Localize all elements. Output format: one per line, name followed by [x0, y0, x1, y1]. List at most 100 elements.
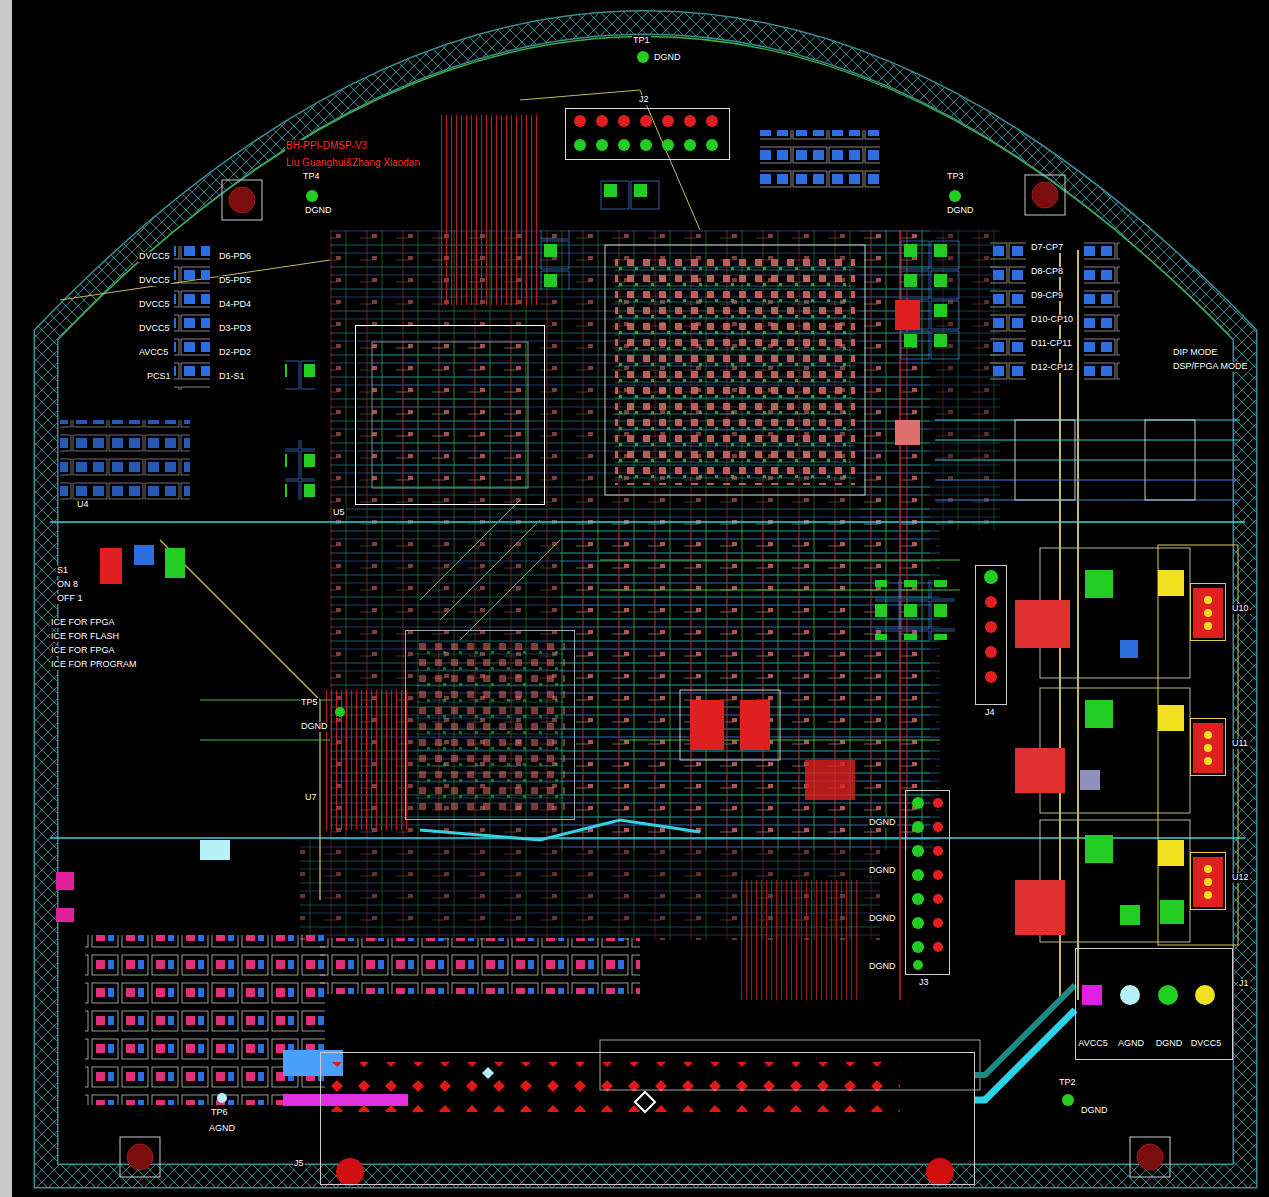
- silkscreen-label: TP6: [210, 1108, 229, 1118]
- pad: [1085, 570, 1113, 598]
- pad: [1015, 748, 1065, 793]
- silkscreen-label: D6-PD6: [218, 252, 252, 262]
- silkscreen-label: DVCC5: [138, 252, 171, 262]
- connector-pad: [1120, 985, 1140, 1005]
- silkscreen-label: TP5: [300, 698, 319, 708]
- pad-row: [174, 246, 210, 390]
- pad: [635, 1092, 655, 1112]
- pad-group: [285, 440, 315, 500]
- bga-array: [615, 255, 855, 485]
- silkscreen-label: DGND: [653, 53, 682, 63]
- pad: [912, 821, 924, 833]
- pad-group: [875, 580, 955, 640]
- pin: [1204, 609, 1212, 617]
- component-outline: U11: [1190, 718, 1226, 776]
- silkscreen-label: D5-PD5: [218, 276, 252, 286]
- test-point: [217, 1093, 227, 1103]
- silkscreen-label: TP2: [1058, 1078, 1077, 1088]
- part-outline: [1158, 545, 1238, 945]
- pad: [912, 869, 924, 881]
- designator-label: U11: [1231, 739, 1249, 749]
- test-point: [1062, 1094, 1074, 1106]
- header-pads: [984, 570, 998, 683]
- designator-label: DGND: [1155, 1039, 1184, 1049]
- pad: [662, 139, 674, 151]
- red-bus: [440, 115, 540, 305]
- pad: [574, 115, 586, 127]
- pad: [1158, 570, 1184, 596]
- pad-row: [990, 238, 1026, 382]
- test-point: [637, 51, 649, 63]
- pad: [933, 942, 943, 952]
- chip-core: [415, 640, 565, 810]
- pad: [640, 139, 652, 151]
- silkscreen-label: TP3: [946, 172, 965, 182]
- pad: [1015, 880, 1065, 935]
- designator-label: J4: [984, 708, 996, 718]
- silkscreen-label: DIP MODE: [1172, 348, 1218, 358]
- silkscreen-label: D9-CP9: [1030, 291, 1064, 301]
- designator-label: U10: [1231, 604, 1250, 614]
- pad: [912, 893, 924, 905]
- component-outline: J1AVCC5AGNDDGNDDVCC5: [1075, 948, 1233, 1060]
- silkscreen-label: DGND: [304, 206, 333, 216]
- pin: [1204, 878, 1212, 886]
- part-outline: [680, 690, 780, 760]
- pad: [596, 115, 608, 127]
- silkscreen-label: DGND: [1080, 1106, 1109, 1116]
- silkscreen-label: ICE FOR PROGRAM: [50, 660, 138, 670]
- silkscreen-label: D2-PD2: [218, 348, 252, 358]
- pad: [1158, 705, 1184, 731]
- pad: [1193, 857, 1223, 907]
- pad: [56, 872, 74, 890]
- pad-group: [285, 360, 315, 390]
- component-outline: J5: [320, 1052, 975, 1185]
- designator-label: U7: [304, 793, 318, 803]
- trace: [935, 420, 1240, 460]
- silkscreen-label: DVCC5: [138, 276, 171, 286]
- silkscreen-label: D8-CP8: [1030, 267, 1064, 277]
- pad: [912, 917, 924, 929]
- silkscreen-label: D3-PD3: [218, 324, 252, 334]
- part-outline: [1145, 420, 1195, 500]
- pad: [706, 115, 718, 127]
- pad: [684, 139, 696, 151]
- designator-label: DVCC5: [1190, 1039, 1223, 1049]
- pad: [165, 548, 185, 578]
- pad: [805, 760, 855, 800]
- chip-core: [372, 342, 528, 488]
- trace: [520, 90, 700, 230]
- pad-rows: [330, 1062, 900, 1112]
- silkscreen-label: ICE FOR FPGA: [50, 646, 116, 656]
- trace: [1077, 250, 1079, 1000]
- pad: [56, 908, 74, 922]
- mount-hole: [1032, 182, 1058, 208]
- hole-outline: [1025, 175, 1065, 215]
- pad: [933, 918, 943, 928]
- pad: [1120, 905, 1140, 925]
- hole-outline: [1130, 1137, 1170, 1177]
- component-outline: J3: [905, 790, 950, 975]
- silkscreen-label: TP1: [632, 36, 651, 46]
- silkscreen-label: ON 8: [56, 580, 79, 590]
- pad: [912, 797, 924, 809]
- pad: [985, 671, 997, 683]
- pad: [690, 700, 724, 750]
- pad: [1080, 770, 1100, 790]
- pad-group: [600, 180, 660, 210]
- component-outline: U12: [1190, 852, 1226, 910]
- board-keepout: [46, 23, 1245, 1177]
- pad: [596, 139, 608, 151]
- component-outline: U7: [405, 630, 575, 820]
- pad: [100, 548, 122, 584]
- pad-group: [540, 230, 570, 290]
- silkscreen-label: Liu Guanghui&Zhang Xiaodan: [285, 157, 421, 168]
- pad: [1193, 588, 1223, 638]
- mount-hole: [127, 1144, 153, 1170]
- pad: [574, 139, 586, 151]
- trace: [160, 540, 320, 900]
- silkscreen-label: OFF 1: [56, 594, 84, 604]
- pad: [912, 845, 924, 857]
- component-outline: U10: [1190, 583, 1226, 641]
